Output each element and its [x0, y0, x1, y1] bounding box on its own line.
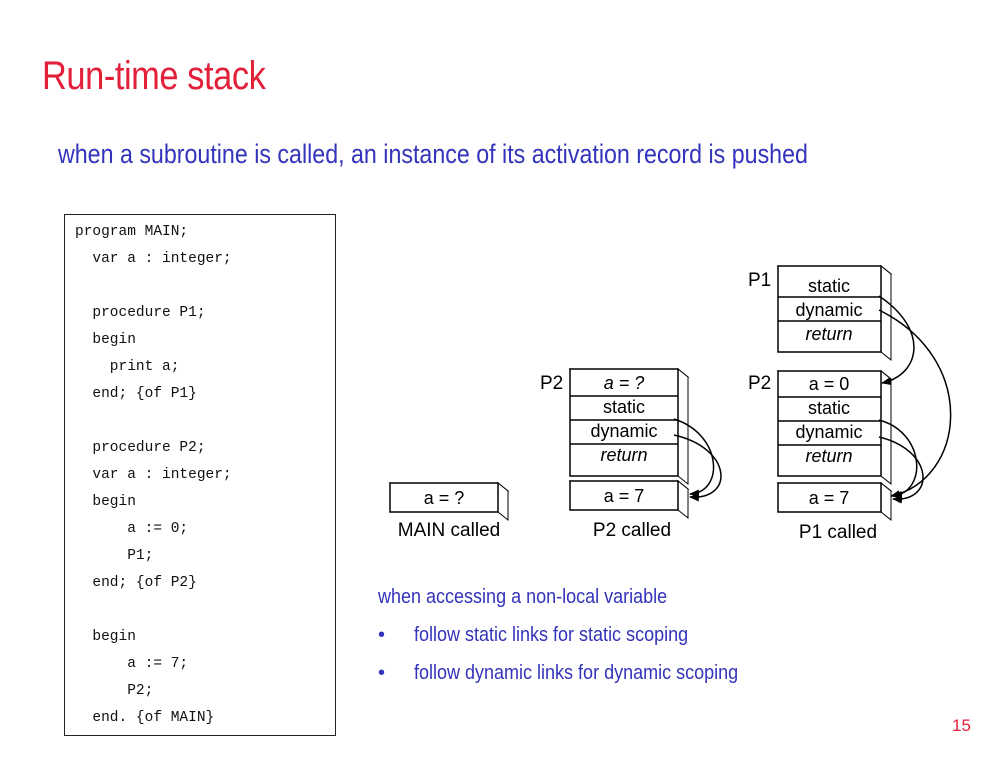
p1-called-caption: P1 called [799, 522, 877, 543]
main-frame-a: a = ? [388, 481, 510, 522]
slide-title: Run-time stack [42, 54, 266, 98]
code-line: begin [75, 332, 136, 348]
p2-activation-record: a = 0 static dynamic return [776, 369, 893, 486]
code-line: print a; [75, 359, 180, 375]
p1-activation-record: static dynamic return [776, 264, 893, 362]
frame-value: a = 7 [809, 488, 850, 508]
record-label-p2: P2 [540, 373, 563, 394]
bullet-static-scoping: follow static links for static scoping [414, 624, 689, 646]
p2-dynamic-link-arrow [878, 436, 924, 504]
code-line: begin [75, 629, 136, 645]
frame-value: a = ? [424, 488, 465, 508]
code-line: program MAIN; [75, 224, 189, 240]
notes-heading: when accessing a non-local variable [378, 586, 668, 608]
record-field-return: return [600, 445, 647, 465]
code-line: end. {of MAIN} [75, 710, 215, 726]
static-link-arrow [673, 418, 715, 498]
code-line: end; {of P2} [75, 575, 197, 591]
dynamic-link-arrow [673, 434, 722, 502]
record-field-dynamic: dynamic [795, 422, 862, 442]
code-line: end; {of P1} [75, 386, 197, 402]
record-field-a: a = ? [604, 373, 645, 393]
record-field-static: static [603, 397, 645, 417]
bullet-marker: • [378, 662, 386, 684]
p2-static-link-arrow [878, 419, 918, 499]
p1-static-link-arrow [878, 295, 915, 386]
code-line: a := 7; [75, 656, 189, 672]
code-line: var a : integer; [75, 467, 232, 483]
p2-called-caption: P2 called [593, 520, 671, 541]
bullet-marker: • [378, 624, 386, 646]
record-label-p2: P2 [748, 373, 771, 394]
main-called-caption: MAIN called [398, 520, 500, 541]
record-field-static: static [808, 398, 850, 418]
main-stack: a = ? MAIN called [388, 481, 510, 541]
code-line: P2; [75, 683, 154, 699]
p1-dynamic-link-arrow [878, 309, 952, 498]
record-field-static: static [808, 276, 850, 296]
p1-called-stack: P1 static dynamic return P2 a = 0 static… [748, 264, 952, 543]
code-listing: program MAIN; var a : integer; procedure… [64, 214, 336, 736]
p2-called-stack: P2 a = ? static dynamic return a = 7 P2 … [540, 367, 722, 541]
frame-value: a = 7 [604, 486, 645, 506]
code-line: begin [75, 494, 136, 510]
page-number: 15 [952, 716, 971, 735]
main-frame-a: a = 7 [776, 481, 893, 522]
code-line: procedure P2; [75, 440, 206, 456]
code-line: P1; [75, 548, 154, 564]
main-frame-a: a = 7 [568, 479, 690, 520]
record-field-a: a = 0 [809, 374, 850, 394]
record-field-return: return [805, 446, 852, 466]
code-line: var a : integer; [75, 251, 232, 267]
bullet-dynamic-scoping: follow dynamic links for dynamic scoping [414, 662, 739, 684]
record-field-dynamic: dynamic [795, 300, 862, 320]
slide-subtitle: when a subroutine is called, an instance… [58, 139, 808, 169]
code-line: procedure P1; [75, 305, 206, 321]
code-line: a := 0; [75, 521, 189, 537]
record-field-return: return [805, 324, 852, 344]
record-field-dynamic: dynamic [590, 421, 657, 441]
record-label-p1: P1 [748, 270, 771, 291]
p2-activation-record: a = ? static dynamic return [568, 367, 690, 486]
